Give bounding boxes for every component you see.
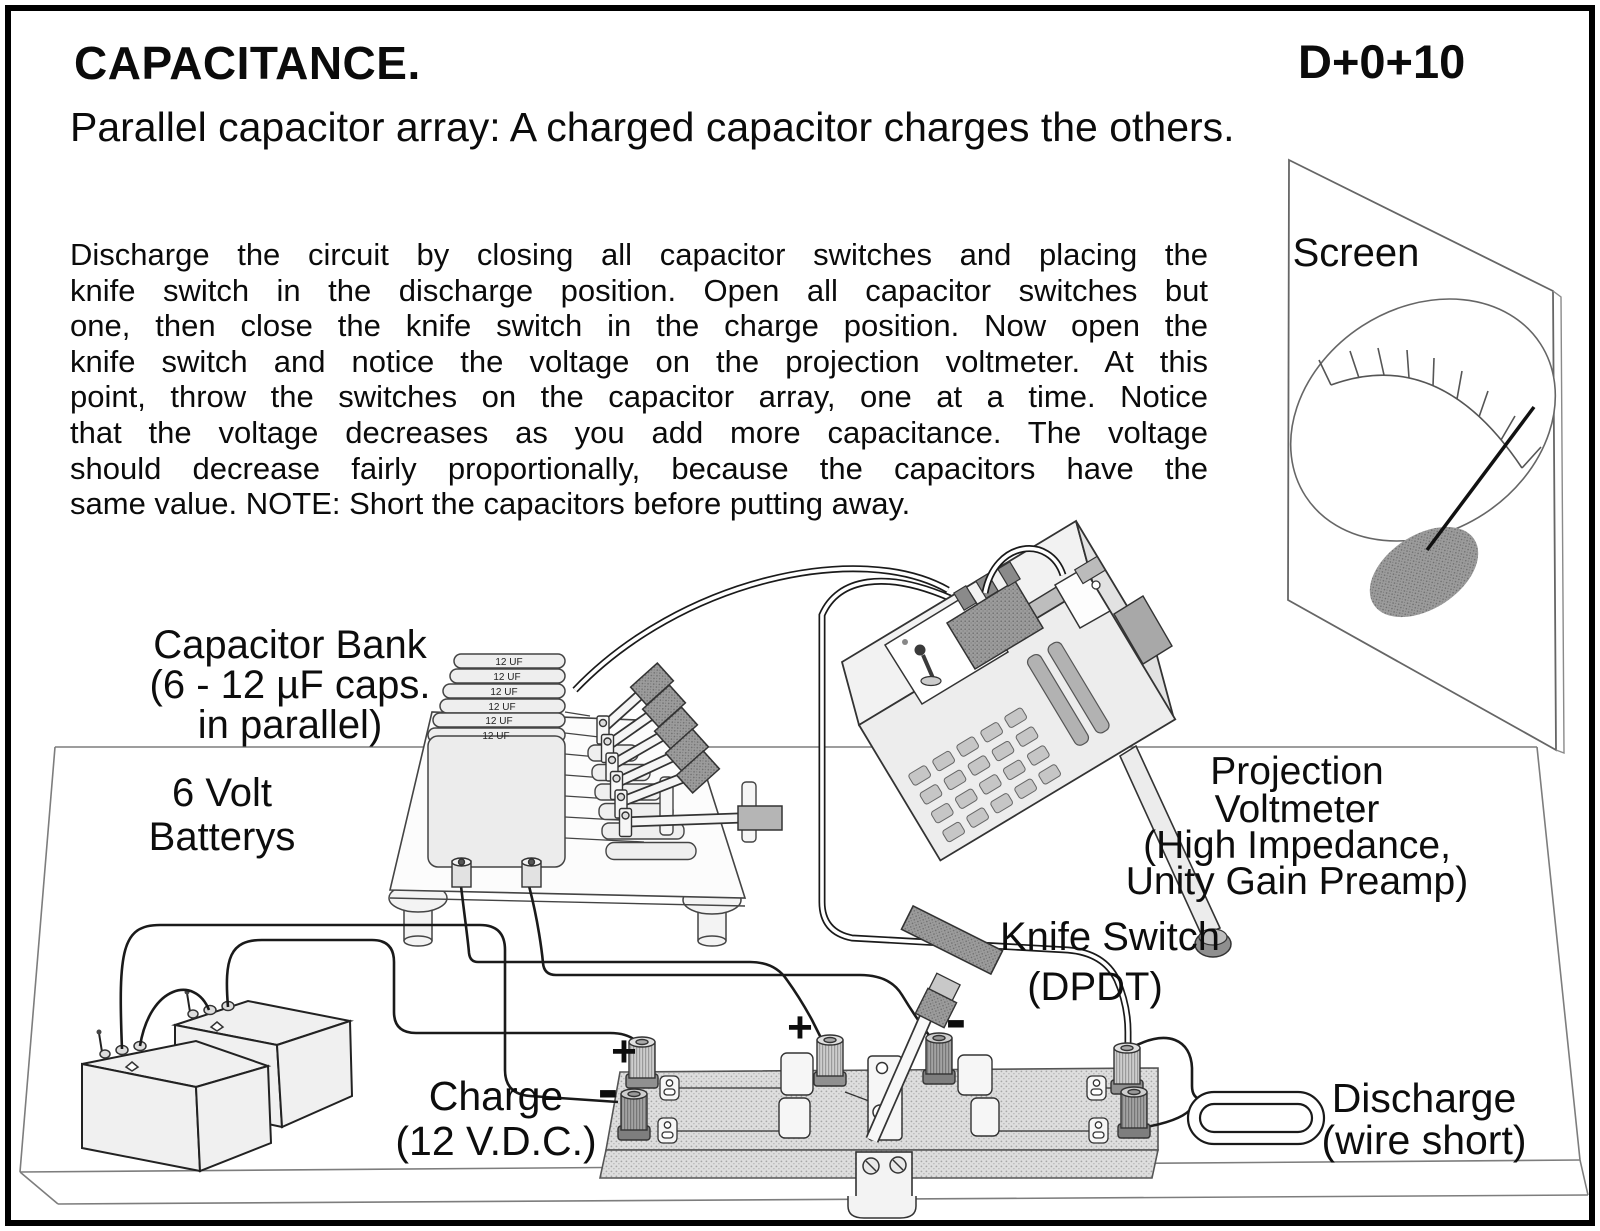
capacitor-value-label: 12 UF [482, 731, 509, 742]
wire-clips [657, 1075, 1109, 1144]
demo-code: D+0+10 [1298, 35, 1466, 88]
table-clamp [847, 1151, 917, 1219]
center-plus-sign: + [787, 1003, 813, 1052]
batteries-label-1: 6 Volt [172, 771, 272, 815]
instructions-line: same value. NOTE: Short the capacitors b… [70, 486, 911, 522]
voltmeter-loop-wire [981, 545, 1067, 594]
center-post-positive [813, 1034, 847, 1087]
charge-label-1: Charge [429, 1073, 563, 1119]
capacitor-bank-label-3: in parallel) [198, 703, 383, 747]
capacitor-bank: 12 UF 12 UF 12 UF 12 UF 12 UF 12 UF [427, 653, 566, 888]
screen-label: Screen [1293, 231, 1420, 275]
instructions-line: point, throw the switches on the capacit… [70, 379, 1208, 415]
page-subtitle: Parallel capacitor array: A charged capa… [70, 104, 1235, 150]
capacitor-value-label: 12 UF [488, 702, 515, 713]
voltmeter-terminal-block [945, 579, 1045, 671]
knife-lever[interactable] [865, 904, 1004, 1143]
voltmeter-leg [1118, 744, 1222, 938]
capacitor-value-label: 12 UF [495, 657, 522, 668]
charge-minus-sign: - [598, 1055, 619, 1124]
battery-wire-positive [225, 938, 646, 1053]
battery-1 [81, 1039, 273, 1173]
capacitor-value-label: 12 UF [493, 672, 520, 683]
battery-jumper-wire [138, 988, 211, 1047]
discharge-loop [1186, 1090, 1326, 1146]
voltmeter-label-3: (High Impedance, [1143, 824, 1451, 867]
voltmeter-wires [572, 565, 1132, 1048]
charge-post-positive [625, 1036, 659, 1089]
voltmeter-plug [1053, 566, 1112, 630]
capacitor-bank-label-1: Capacitor Bank [153, 623, 427, 667]
switch-pivot-brackets [596, 715, 633, 838]
page-title: CAPACITANCE. [74, 37, 421, 89]
capacitor-bank-label-2: (6 - 12 µF caps. [150, 663, 431, 707]
meter-hub [1369, 526, 1479, 618]
center-minus-sign: - [946, 985, 967, 1054]
battery-wire-negative [119, 923, 619, 1104]
capacitor-value-label: 12 UF [490, 687, 517, 698]
knife-switch [617, 904, 1151, 1219]
instructions-line: knife switch in the discharge position. … [70, 272, 1208, 308]
standoffs [778, 1052, 1000, 1139]
voltmeter-toggle[interactable] [914, 644, 926, 656]
instructions-line: knife switch and notice the voltage on t… [70, 343, 1208, 379]
instructions-paragraph: Discharge the circuit by closing all cap… [70, 237, 1208, 522]
switch-levers[interactable] [599, 661, 783, 831]
instructions-line: Discharge the circuit by closing all cap… [70, 237, 1208, 272]
discharge-label-2: (wire short) [1321, 1117, 1526, 1163]
charge-post-negative [617, 1088, 651, 1141]
meter-needle [1425, 405, 1536, 552]
voltmeter-label-4: Unity Gain Preamp) [1126, 860, 1468, 903]
voltmeter-slot [1026, 653, 1090, 746]
voltmeter-front-panel [857, 582, 1177, 862]
charge-plus-sign: + [611, 1027, 637, 1076]
projection-screen [1287, 158, 1565, 755]
capacitor-wire-1 [459, 885, 824, 1041]
batteries-label-2: Batterys [149, 815, 296, 859]
instructions-line: that the voltage decreases as you add mo… [70, 414, 1208, 450]
voltmeter-slot [1047, 641, 1110, 734]
voltmeter-label-2: Voltmeter [1215, 788, 1380, 831]
capacitor-terminals [451, 857, 542, 888]
capacitor-switches [564, 661, 783, 861]
discharge-label-1: Discharge [1332, 1075, 1517, 1121]
wires [119, 885, 1203, 1130]
discharge-post-b [1117, 1086, 1151, 1139]
capacitor-wire-2 [527, 885, 933, 1039]
center-post-negative [922, 1032, 956, 1085]
page-border [5, 5, 1595, 1226]
knife-switch-label-2: (DPDT) [1027, 965, 1163, 1009]
voltmeter-keypad[interactable] [908, 707, 1062, 843]
projection-voltmeter [840, 519, 1232, 958]
instructions-line: one, then close the knife switch in the … [70, 308, 1208, 344]
charge-label-2: (12 V.D.C.) [395, 1118, 596, 1164]
discharge-wire-a [1130, 1036, 1203, 1102]
knife-switch-label-1: Knife Switch [1000, 915, 1220, 959]
voltmeter-label-1: Projection [1210, 750, 1383, 793]
discharge-post-a [1110, 1042, 1144, 1095]
diagram-labels: Screen Capacitor Bank (6 - 12 µF caps. i… [149, 231, 1527, 1164]
meter-image [1289, 298, 1557, 618]
instructions-line: should decrease fairly proportionally, b… [70, 450, 1208, 486]
meter-ticks [1318, 347, 1542, 469]
binding-posts[interactable] [617, 1032, 1151, 1141]
capacitor-value-label: 12 UF [485, 716, 512, 727]
knife-lever-handle[interactable] [900, 904, 1004, 976]
